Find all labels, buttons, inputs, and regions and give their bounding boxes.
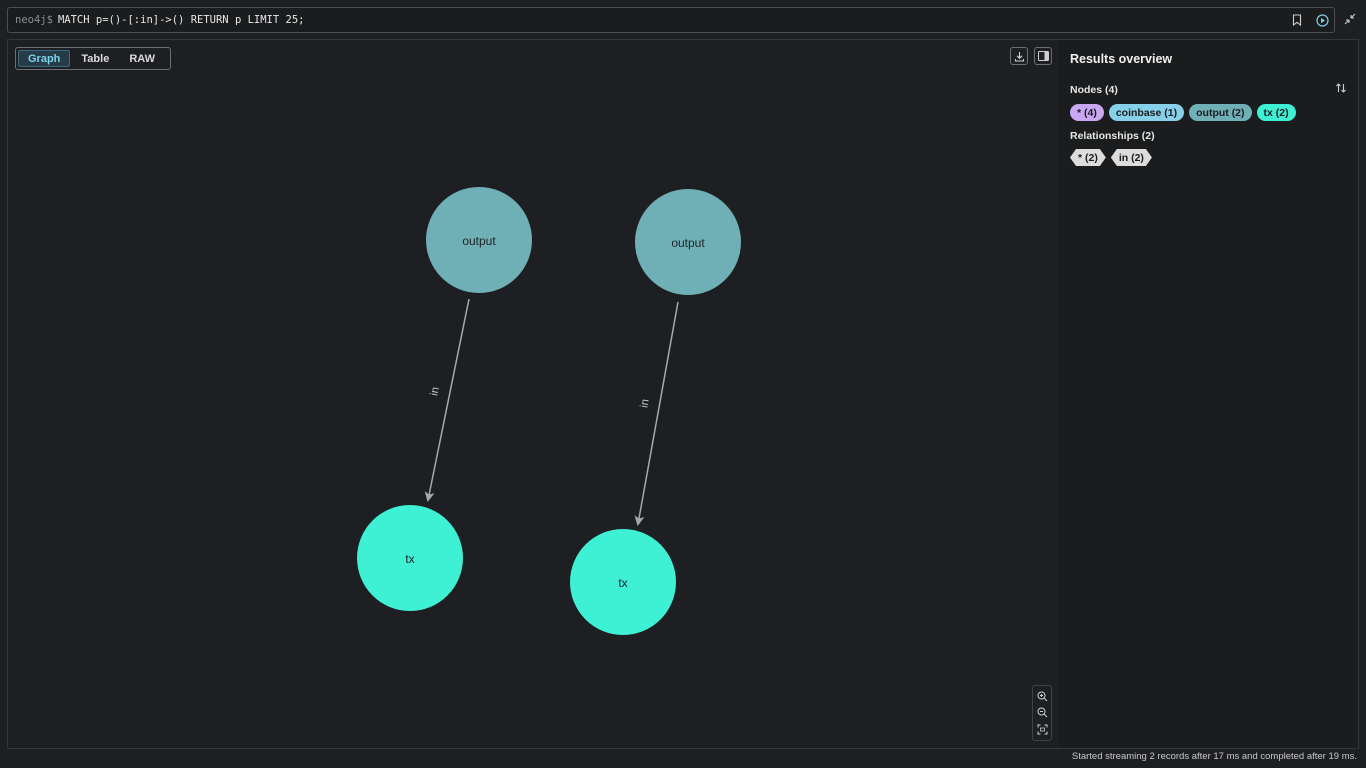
download-icon [1014, 51, 1024, 62]
node-circle[interactable] [357, 505, 463, 611]
sort-icon[interactable] [1335, 82, 1347, 97]
toggle-sidebar-button[interactable] [1034, 47, 1052, 65]
relationship-label: in [428, 386, 441, 397]
node-circle[interactable] [570, 529, 676, 635]
results-overview-title: Results overview [1070, 52, 1173, 66]
node-chip-coinbase[interactable]: coinbase (1) [1108, 104, 1185, 121]
zoom-controls [1032, 685, 1052, 741]
results-overview-panel: Results overview Nodes (4) * (4) coinbas… [1059, 40, 1358, 748]
sidebar-panel-icon [1037, 51, 1049, 61]
tab-raw[interactable]: RAW [129, 52, 155, 65]
relationships-header-label: Relationships (2) [1070, 130, 1155, 142]
node-circle[interactable] [635, 189, 741, 295]
relationship-line[interactable] [424, 298, 470, 502]
node-circle[interactable] [426, 187, 532, 293]
tab-graph[interactable]: Graph [18, 50, 71, 67]
graph-visualization[interactable]: in in output output tx tx [8, 40, 1058, 748]
graph-node-tx[interactable]: tx [357, 505, 463, 611]
query-prompt: neo4j$ [15, 14, 53, 26]
view-tabs: Graph Table RAW [15, 47, 171, 70]
node-chip-output[interactable]: output (2) [1189, 104, 1252, 121]
node-label: output [671, 236, 705, 250]
rel-chip-all[interactable]: * (2) [1070, 149, 1106, 166]
query-text[interactable]: MATCH p=()-[:in]->() RETURN p LIMIT 25; [57, 14, 305, 26]
bookmark-icon[interactable] [1290, 13, 1304, 27]
fit-to-screen-icon[interactable] [1037, 724, 1048, 735]
node-label: output [462, 234, 496, 248]
nodes-header-label: Nodes (4) [1070, 83, 1118, 96]
relationship-type-chips: * (2) in (2) [1070, 149, 1347, 166]
rel-chip-in[interactable]: in (2) [1111, 149, 1152, 166]
relationship-line[interactable] [634, 301, 679, 526]
collapse-icon[interactable] [1343, 12, 1357, 26]
relationships-header: Relationships (2) [1070, 130, 1347, 142]
graph-canvas[interactable]: Graph Table RAW in in out [8, 40, 1058, 748]
node-label: tx [405, 552, 414, 566]
status-message: Started streaming 2 records after 17 ms … [1071, 751, 1357, 762]
zoom-out-icon[interactable] [1037, 707, 1048, 718]
node-label: tx [618, 576, 627, 590]
node-label-chips: * (4) coinbase (1) output (2) tx (2) [1070, 104, 1347, 121]
run-query-icon[interactable] [1315, 13, 1329, 27]
download-button[interactable] [1010, 47, 1028, 65]
node-chip-all[interactable]: * (4) [1070, 104, 1104, 121]
result-frame: Graph Table RAW in in out [7, 39, 1359, 749]
query-editor[interactable]: neo4j$ MATCH p=()-[:in]->() RETURN p LIM… [7, 7, 1335, 33]
graph-node-tx[interactable]: tx [570, 529, 676, 635]
nodes-header: Nodes (4) [1070, 82, 1347, 97]
graph-node-output[interactable]: output [426, 187, 532, 293]
zoom-in-icon[interactable] [1037, 691, 1048, 702]
graph-node-output[interactable]: output [635, 189, 741, 295]
tab-table[interactable]: Table [81, 52, 110, 65]
node-chip-tx[interactable]: tx (2) [1256, 104, 1296, 121]
relationship-label: in [638, 398, 651, 409]
